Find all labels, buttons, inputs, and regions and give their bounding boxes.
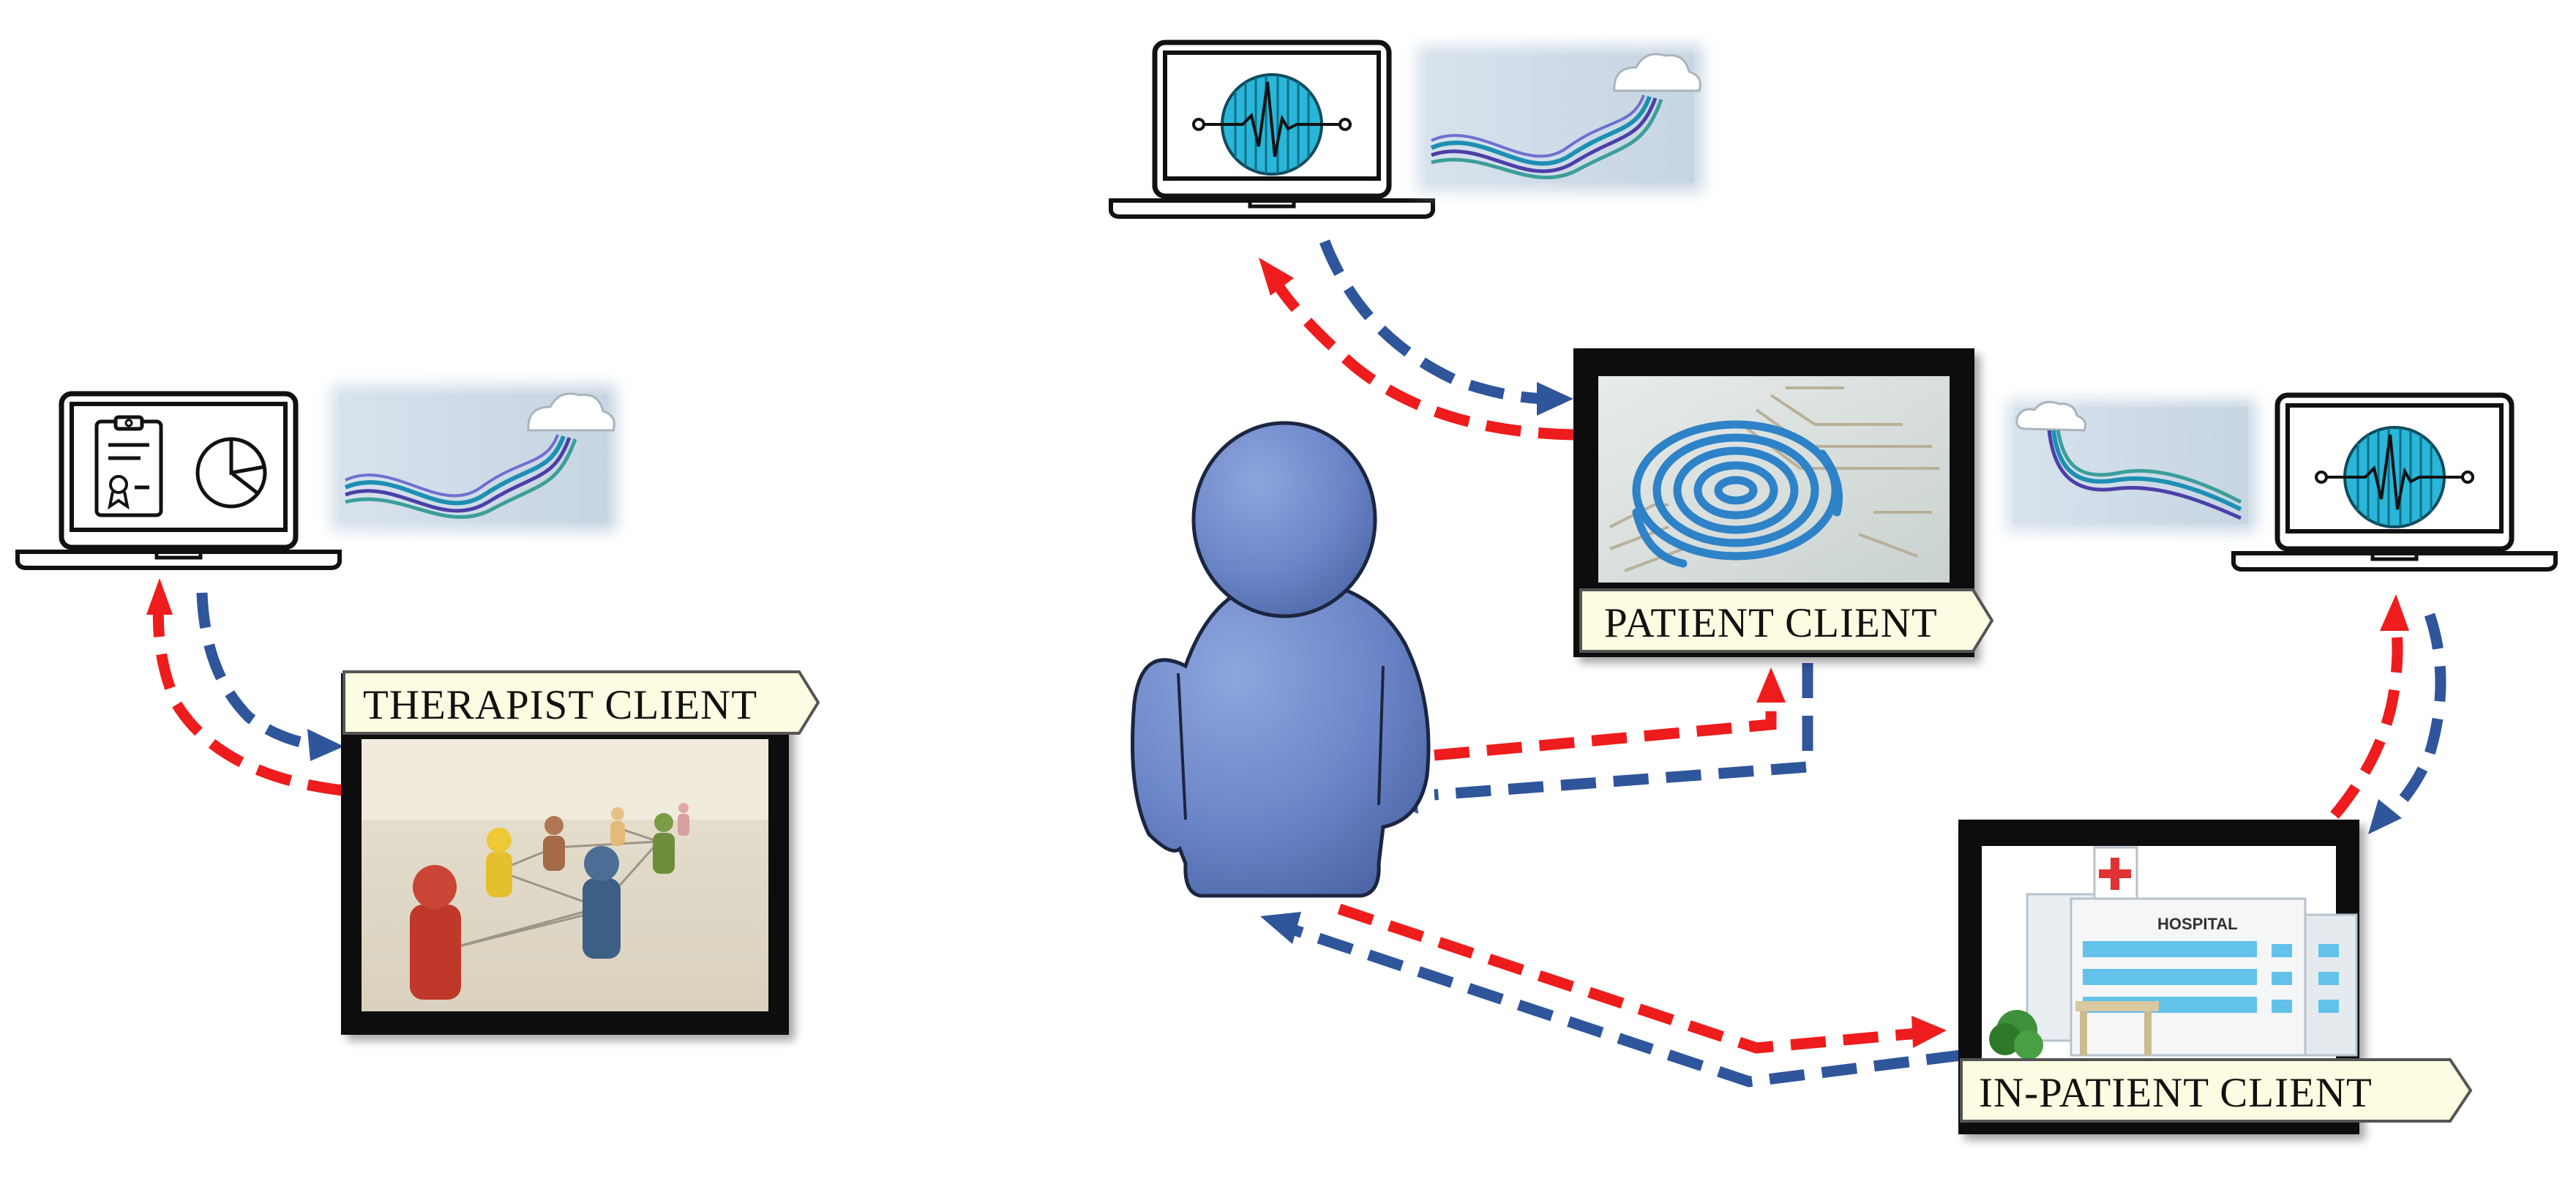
arrow-person-to-inpatient <box>1337 903 1918 1054</box>
arrow-patient-to-top-laptop <box>1268 275 1574 441</box>
therapist-client-label: THERAPIST CLIENT <box>363 682 757 728</box>
arrowhead-blue-inpatient <box>2368 799 2402 834</box>
therapist-label-tag: THERAPIST CLIENT <box>342 670 820 735</box>
flow-arrows <box>152 239 2446 1087</box>
laptop-patient-icon <box>1111 42 1433 217</box>
patient-label-tag: PATIENT CLIENT <box>1579 588 1994 653</box>
arrow-right-laptop-to-inpatient <box>2381 613 2446 823</box>
hospital-icon: HOSPITAL <box>1989 846 2358 1060</box>
inpatient-client-label: IN-PATIENT CLIENT <box>1979 1070 2373 1116</box>
arrowhead-red-patient <box>1756 667 1786 703</box>
arrow-top-laptop-to-patient <box>1319 239 1552 405</box>
arrowhead-blue-person-lower <box>1260 912 1301 944</box>
laptop-inpatient-icon <box>2234 395 2556 569</box>
patient-client-label: PATIENT CLIENT <box>1604 600 1938 646</box>
arrow-patient-to-person <box>1434 663 1813 801</box>
cloud-icon-top <box>1417 45 1702 192</box>
arrow-inpatient-to-person <box>1286 922 1962 1087</box>
arrowhead-red-inpatient <box>1912 1016 1947 1048</box>
pie-chart-icon <box>195 437 267 509</box>
person-icon <box>1131 421 1431 898</box>
arrow-inpatient-to-right-laptop <box>2330 619 2403 819</box>
arrowhead-red-right-laptop <box>2380 594 2409 631</box>
laptop-therapist-icon <box>18 394 340 568</box>
inpatient-label-tag: IN-PATIENT CLIENT <box>1960 1058 2473 1123</box>
arrow-laptop-to-therapist <box>196 592 316 751</box>
arrowhead-blue-therapist <box>307 729 344 761</box>
arrowhead-red-top <box>1259 258 1294 296</box>
arrow-person-to-patient <box>1434 691 1777 761</box>
arrowhead-blue-top <box>1537 382 1573 416</box>
cloud-icon <box>331 385 616 531</box>
arrow-therapist-to-laptop <box>152 591 343 796</box>
fingerprint-icon <box>1632 420 1843 568</box>
certificate-clipboard-icon <box>94 415 163 517</box>
cloud-icon-right <box>2007 400 2255 531</box>
hospital-sign: HOSPITAL <box>2157 915 2238 933</box>
arrowhead-red-therapist <box>146 578 173 615</box>
